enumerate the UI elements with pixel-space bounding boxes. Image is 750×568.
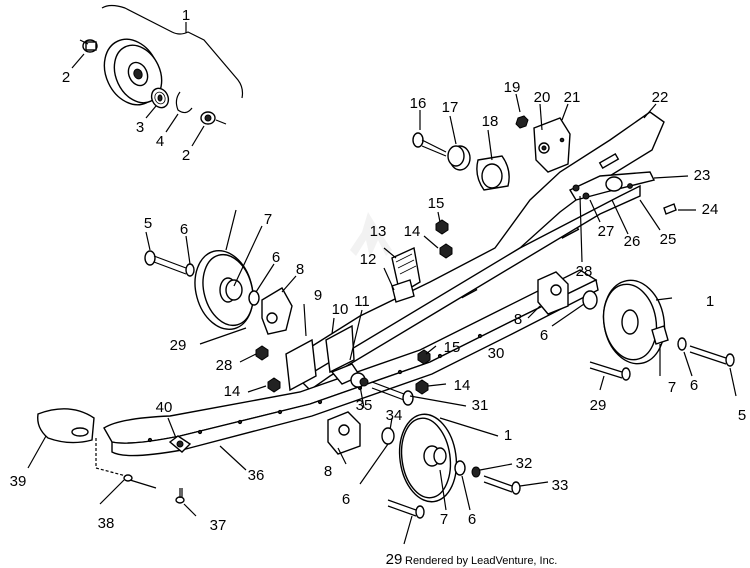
part-label: 8: [296, 261, 304, 278]
lower-hardware: [330, 363, 467, 431]
bearing-icon: [150, 87, 170, 109]
upper-hardware: [412, 93, 696, 263]
middle-hardware: [239, 211, 453, 395]
part-label: 25: [660, 231, 677, 248]
part-label: 21: [564, 89, 581, 106]
part-label: 15: [428, 195, 445, 212]
left-idler-wheel: [144, 209, 363, 361]
mount-block-icon: [533, 117, 571, 173]
part-label: 29: [386, 551, 403, 568]
bushing-icon: [447, 145, 471, 171]
part-label: 14: [224, 383, 241, 400]
part-label: 22: [652, 89, 669, 106]
part-label: 6: [342, 491, 350, 508]
part-label: 6: [468, 511, 476, 528]
screw-icon: [123, 474, 157, 489]
bolt-icon: [412, 132, 447, 157]
part-label: 38: [98, 515, 115, 532]
credit-text: Rendered by LeadVenture, Inc.: [405, 555, 557, 567]
part-label: 26: [624, 233, 641, 250]
part-label: 6: [540, 327, 548, 344]
screw-icon: [175, 488, 185, 504]
part-label: 29: [590, 397, 607, 414]
part-label: 35: [356, 397, 373, 414]
wheel-icon: [398, 413, 458, 503]
top-wheel-assembly: [71, 4, 244, 147]
part-label: 6: [690, 377, 698, 394]
part-label: 1: [504, 427, 512, 444]
rail-cap-icon: [37, 408, 95, 444]
part-label: 5: [144, 215, 152, 232]
part-label: 16: [410, 95, 427, 112]
part-label: 20: [534, 89, 551, 106]
track-adjuster-icon: [569, 171, 656, 201]
snap-ring-icon: [175, 91, 193, 114]
part-label: 8: [514, 311, 522, 328]
part-labels: 1 2 3 4 2 16 17 18 19 20 21 22 23 24 25 …: [10, 7, 747, 568]
part-label: 9: [314, 287, 322, 304]
part-label: 14: [454, 377, 471, 394]
part-label: 7: [668, 379, 676, 396]
part-label: 18: [482, 113, 499, 130]
front-end-parts: [27, 408, 247, 517]
part-label: 19: [504, 79, 521, 96]
part-label: 24: [702, 201, 719, 218]
part-label: 5: [738, 407, 746, 424]
part-label: 31: [472, 397, 489, 414]
part-label: 2: [62, 69, 70, 86]
part-label: 11: [354, 293, 370, 310]
bolt-icon: [689, 345, 735, 367]
watermark-logo: [350, 212, 392, 258]
bolt-icon: [79, 39, 98, 53]
spacer-icon: [476, 155, 510, 191]
part-label: 4: [156, 133, 164, 150]
part-label: 12: [360, 251, 377, 268]
part-label: 7: [440, 511, 448, 528]
part-label: 6: [180, 221, 188, 238]
wheel-icon: [103, 38, 163, 106]
part-label: 29: [170, 337, 187, 354]
bolt-icon: [589, 361, 631, 381]
part-label: 10: [332, 301, 349, 318]
part-label: 37: [210, 517, 227, 534]
part-label: 14: [404, 223, 421, 240]
bottom-idler-wheel: [327, 411, 549, 545]
pin-icon: [663, 203, 677, 215]
part-label: 23: [694, 167, 711, 184]
part-label: 13: [370, 223, 387, 240]
part-label: 34: [386, 407, 403, 424]
part-label: 17: [442, 99, 459, 116]
wheel-icon: [194, 249, 254, 331]
part-label: 33: [552, 477, 569, 494]
wheel-icon: [602, 279, 666, 365]
part-label: 40: [156, 399, 173, 416]
part-label: 39: [10, 473, 27, 490]
washer-icon: [185, 263, 195, 277]
part-label: 28: [216, 357, 233, 374]
nut-icon: [515, 115, 529, 129]
part-label: 7: [264, 211, 272, 228]
part-label: 1: [706, 293, 714, 310]
part-label: 2: [182, 147, 190, 164]
part-label: 30: [488, 345, 505, 362]
part-label: 15: [444, 339, 461, 356]
part-label: 28: [576, 263, 593, 280]
part-label: 1: [182, 7, 190, 24]
part-label: 36: [248, 467, 265, 484]
part-label: 32: [516, 455, 533, 472]
right-idler-wheel: [527, 271, 737, 397]
bolt-icon: [200, 111, 227, 125]
part-label: 6: [272, 249, 280, 266]
part-label: 27: [598, 223, 615, 240]
part-label: 8: [324, 463, 332, 480]
bolt-icon: [144, 250, 187, 275]
clip-icon: [168, 435, 192, 453]
part-label: 3: [136, 119, 144, 136]
